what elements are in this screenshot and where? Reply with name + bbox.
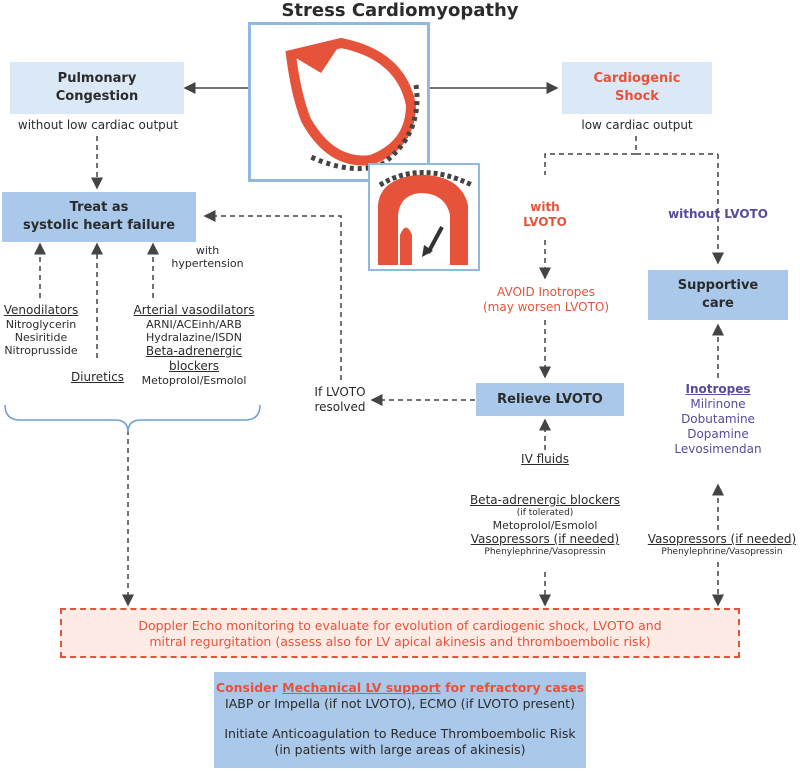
heart-illustration <box>248 22 430 182</box>
inotropes-group: Inotropes Milrinone Dobutamine Dopamine … <box>658 382 778 457</box>
beta-blocker-items: Metoprolol/Esmolol <box>492 519 598 532</box>
low-output-label: low cardiac output <box>581 118 693 132</box>
with-hypertension-label: with hypertension <box>160 244 255 270</box>
diuretics-heading: Diuretics <box>70 370 125 384</box>
inotrope-item: Milrinone <box>690 397 746 411</box>
iv-fluids-heading: IV fluids <box>521 452 569 466</box>
with-lvoto-line1: with <box>530 200 560 214</box>
cardiogenic-shock-box: Cardiogenic Shock <box>562 62 712 114</box>
supportive-line2: care <box>702 296 734 311</box>
consider-post: for refractory cases <box>440 680 585 695</box>
pulmonary-congestion-box: Pulmonary Congestion <box>10 62 184 114</box>
doppler-echo-box: Doppler Echo monitoring to evaluate for … <box>60 608 740 658</box>
beta-heading-line1: Beta-adrenergic <box>145 344 243 358</box>
avoid-line1: AVOID Inotropes <box>497 285 595 299</box>
avoid-line2: (may worsen LVOTO) <box>482 300 610 314</box>
with-lvoto-line2: LVOTO <box>523 215 567 229</box>
with-lvoto-label: with LVOTO <box>510 200 580 230</box>
inotrope-item: Dobutamine <box>681 412 755 426</box>
with-hypertension-line2: hypertension <box>171 257 244 270</box>
treat-line2: systolic heart failure <box>22 218 176 233</box>
with-hypertension-line1: with <box>195 244 220 257</box>
arterial-heading: Arterial vasodilators <box>133 303 255 317</box>
venodilators-heading: Venodilators <box>3 303 79 317</box>
vasopressors2-heading: Vasopressors (if needed) <box>647 532 797 546</box>
echo-line2: mitral regurgitation (assess also for LV… <box>149 634 651 649</box>
arterial-item: ARNI/ACEinh/ARB <box>146 318 242 331</box>
supportive-line1: Supportive <box>677 278 759 293</box>
relieve-therapies-group: IV fluids Beta-adrenergic blockers (if t… <box>460 452 630 558</box>
arterial-item: Hydralazine/ISDN <box>145 331 243 344</box>
pulmonary-line1: Pulmonary <box>57 71 137 86</box>
inotrope-item: Levosimendan <box>674 442 762 456</box>
supportive-vaso-group: Vasopressors (if needed) Phenylephrine/V… <box>644 532 800 558</box>
veno-item: Nitroprusside <box>4 344 78 357</box>
veno-item: Nitroglycerin <box>5 318 77 331</box>
if-resolved-line1: If LVOTO <box>314 385 366 399</box>
venodilators-group: Venodilators Nitroglycerin Nesiritide Ni… <box>0 303 82 357</box>
lvoto-inset-illustration <box>368 163 480 271</box>
treat-line1: Treat as <box>69 200 129 215</box>
avoid-inotropes-label: AVOID Inotropes (may worsen LVOTO) <box>470 285 622 315</box>
anticoag-note: (in patients with large areas of akinesi… <box>274 742 526 757</box>
cardiogenic-line2: Shock <box>615 89 659 104</box>
vasopressors-heading: Vasopressors (if needed) <box>470 532 620 546</box>
vasopressor-items: Phenylephrine/Vasopressin <box>484 547 606 557</box>
mechanical-lv-support-link: Mechanical LV support <box>282 680 441 695</box>
inotrope-item: Dopamine <box>687 427 749 441</box>
inotropes-heading: Inotropes <box>685 382 751 396</box>
beta-item: Metoprolol/Esmolol <box>141 374 247 387</box>
pulmonary-line2: Congestion <box>55 89 139 104</box>
if-tolerated-note: (if tolerated) <box>516 508 574 518</box>
relieve-lvoto-box: Relieve LVOTO <box>476 383 624 416</box>
arterial-group: Arterial vasodilators ARNI/ACEinh/ARB Hy… <box>126 303 262 387</box>
without-lvoto-label: without LVOTO <box>668 207 768 221</box>
consider-pre: Consider <box>215 680 283 695</box>
treat-systolic-hf-box: Treat as systolic heart failure <box>2 192 196 242</box>
supportive-care-box: Supportive care <box>648 270 788 320</box>
page-title: Stress Cardiomyopathy <box>281 0 519 21</box>
vasopressor2-items: Phenylephrine/Vasopressin <box>661 547 783 557</box>
veno-item: Nesiritide <box>14 331 68 344</box>
echo-line1: Doppler Echo monitoring to evaluate for … <box>138 618 662 633</box>
mechanical-support-box: Consider Mechanical LV support for refra… <box>214 672 586 768</box>
without-low-output-label: without low cardiac output <box>17 118 179 132</box>
beta-heading-line2: blockers <box>169 359 219 373</box>
consider-line: Consider Mechanical LV support for refra… <box>214 680 586 696</box>
support-options: IABP or Impella (if not LVOTO), ECMO (if… <box>225 696 575 711</box>
anticoag-line: Initiate Anticoagulation to Reduce Throm… <box>224 726 576 741</box>
cardiogenic-line1: Cardiogenic <box>593 71 681 86</box>
if-lvoto-resolved-label: If LVOTO resolved <box>300 385 380 415</box>
if-resolved-line2: resolved <box>314 400 366 414</box>
beta-blockers-heading: Beta-adrenergic blockers <box>469 493 621 507</box>
